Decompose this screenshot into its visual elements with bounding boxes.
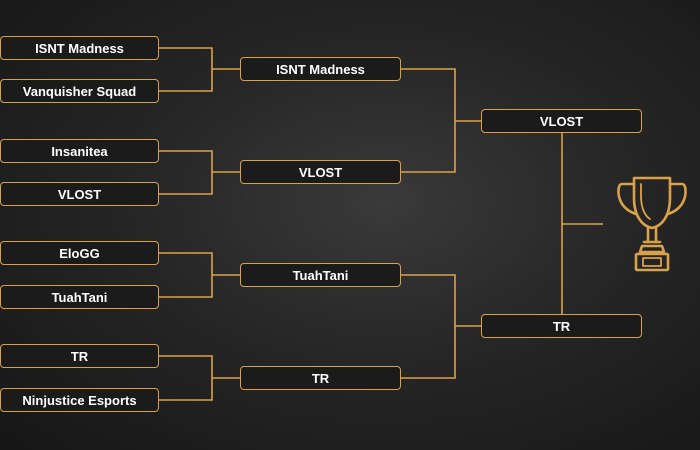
round1-slot-7: TR — [0, 344, 159, 368]
trophy-icon — [617, 176, 687, 272]
connector-r1-pair4 — [159, 355, 213, 401]
round1-slot-1: ISNT Madness — [0, 36, 159, 60]
final-slot-1: VLOST — [481, 109, 642, 133]
round1-slot-4: VLOST — [0, 182, 159, 206]
round1-slot-3: Insanitea — [0, 139, 159, 163]
connector-r2-top — [401, 68, 456, 173]
connector-r2-bottom — [401, 274, 456, 379]
round1-slot-6: TuahTani — [0, 285, 159, 309]
final-slot-2: TR — [481, 314, 642, 338]
connector-r1-pair1 — [159, 47, 213, 92]
round1-slot-2: Vanquisher Squad — [0, 79, 159, 103]
connector-r1-pair3 — [159, 252, 213, 298]
round1-slot-8: Ninjustice Esports — [0, 388, 159, 412]
round2-slot-3: TuahTani — [240, 263, 401, 287]
round1-slot-5: EloGG — [0, 241, 159, 265]
round2-slot-1: ISNT Madness — [240, 57, 401, 81]
connector-r1-pair2 — [159, 150, 213, 195]
round2-slot-2: VLOST — [240, 160, 401, 184]
round2-slot-4: TR — [240, 366, 401, 390]
